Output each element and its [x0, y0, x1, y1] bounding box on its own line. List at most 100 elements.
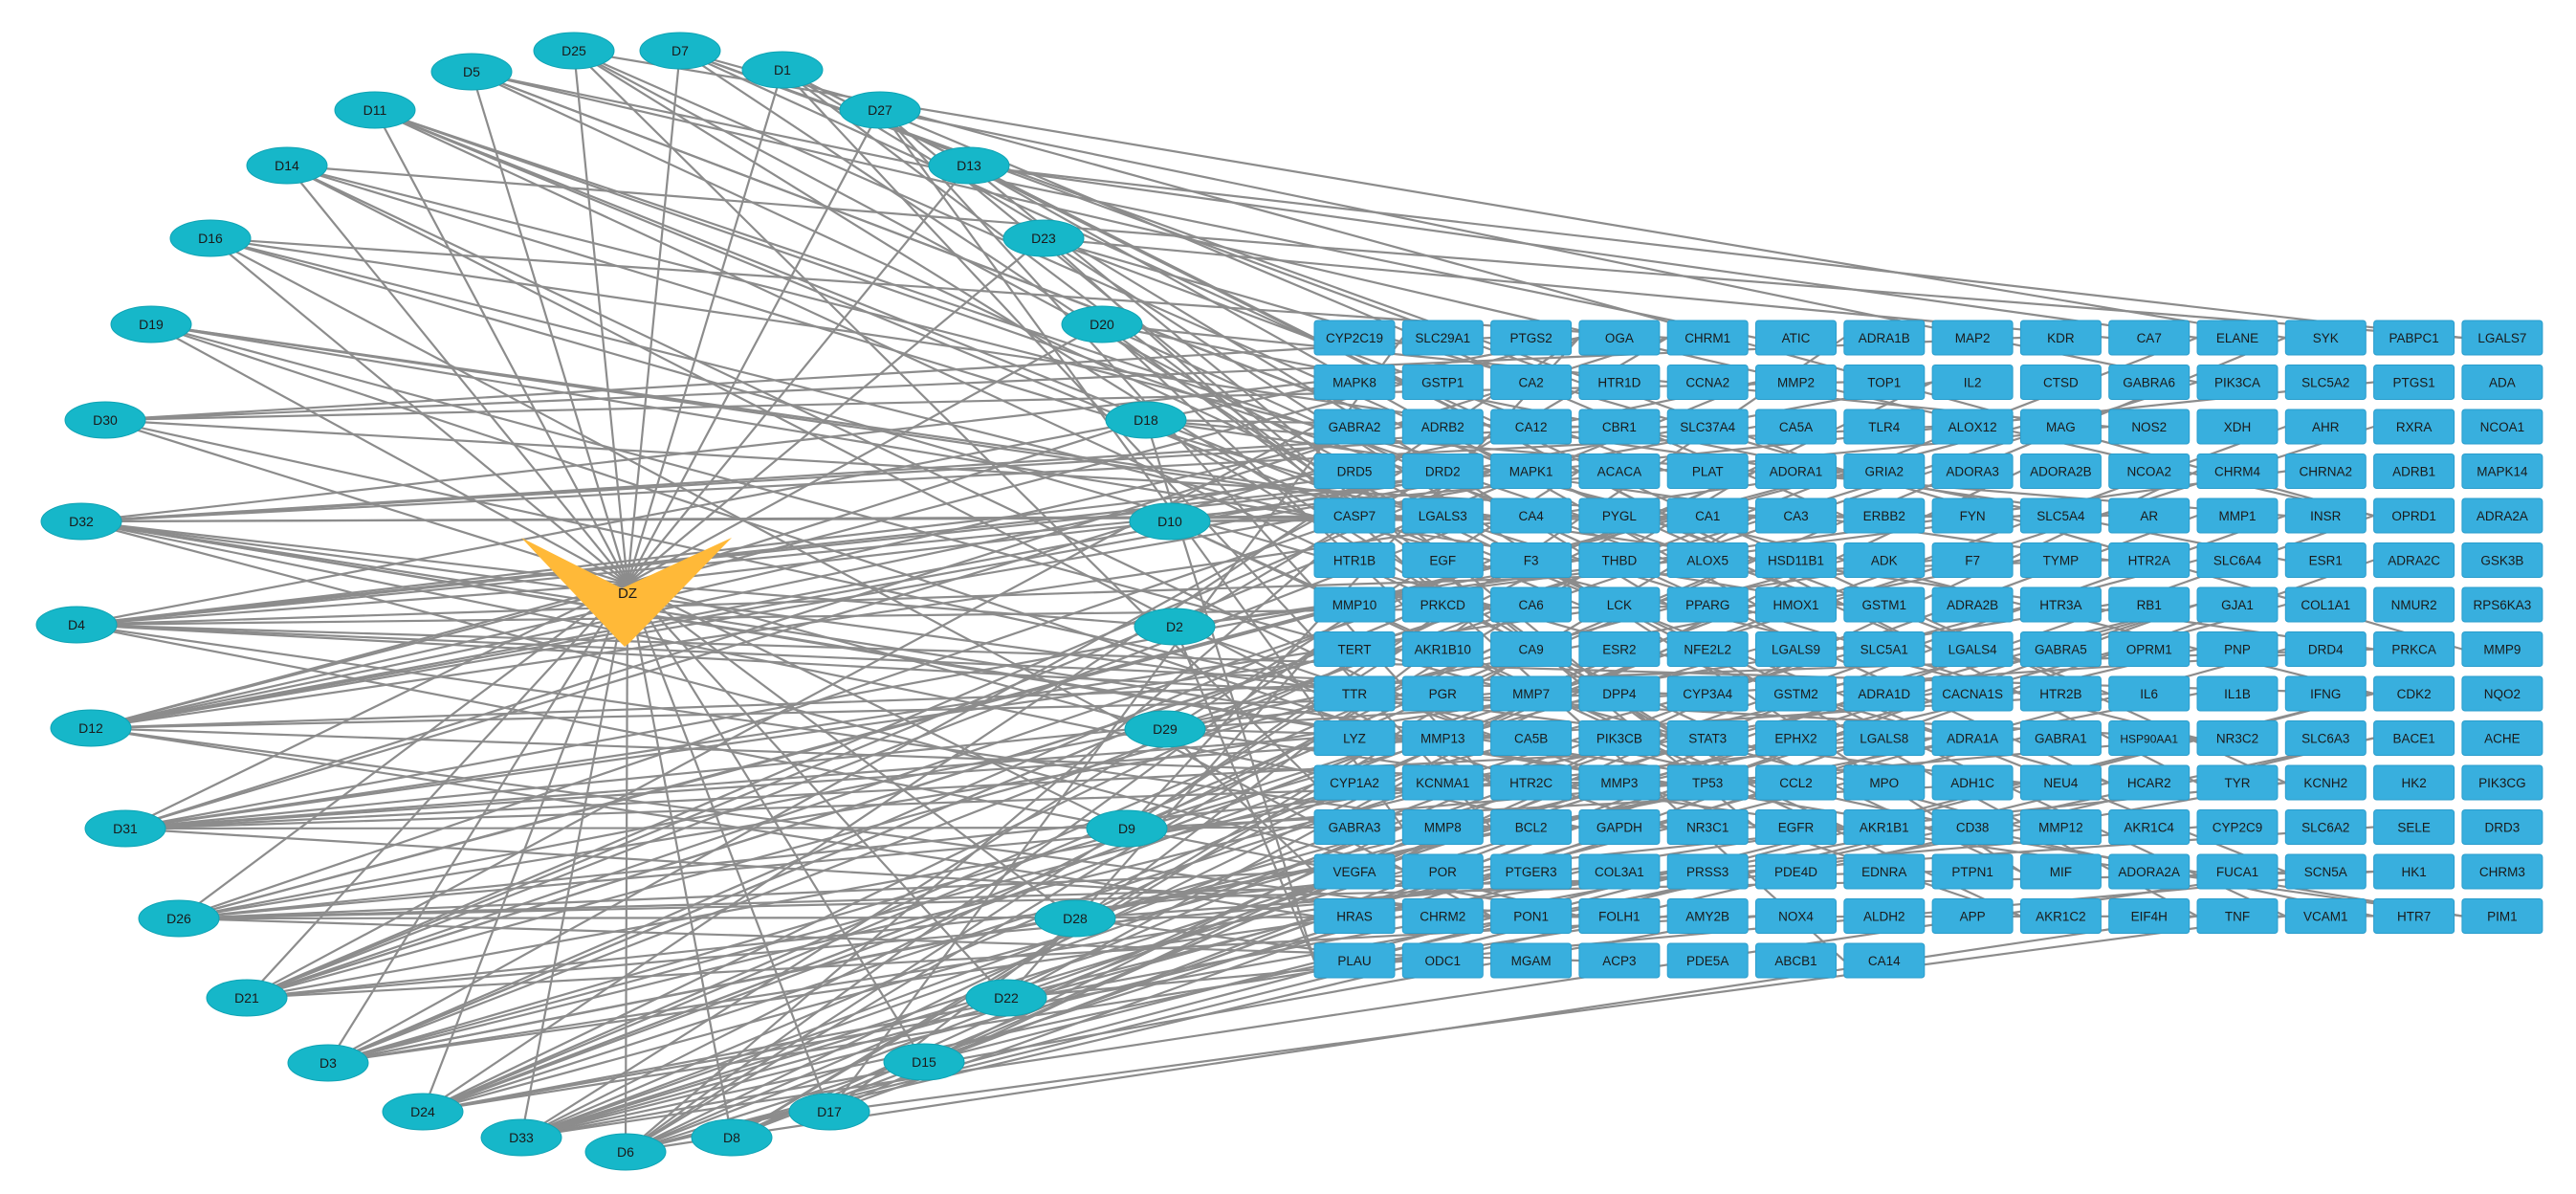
- target-node-prkca[interactable]: PRKCA: [2373, 631, 2455, 667]
- target-node-akr1c4[interactable]: AKR1C4: [2108, 809, 2191, 845]
- target-node-nfe2l2[interactable]: NFE2L2: [1666, 631, 1749, 667]
- hub-node[interactable]: DZ: [521, 538, 732, 647]
- target-node-ca6[interactable]: CA6: [1490, 586, 1573, 623]
- target-node-mmp10[interactable]: MMP10: [1313, 586, 1396, 623]
- target-node-gabra3[interactable]: GABRA3: [1313, 809, 1396, 845]
- target-node-ca2[interactable]: CA2: [1490, 365, 1573, 400]
- target-node-drd3[interactable]: DRD3: [2461, 809, 2543, 845]
- compound-node-d2[interactable]: D2: [1134, 608, 1216, 646]
- target-node-esr1[interactable]: ESR1: [2284, 542, 2367, 578]
- target-node-ctsd[interactable]: CTSD: [2019, 365, 2102, 400]
- target-node-eif4h[interactable]: EIF4H: [2108, 898, 2191, 934]
- target-node-acaca[interactable]: ACACA: [1578, 453, 1661, 489]
- target-node-adra2c[interactable]: ADRA2C: [2373, 542, 2455, 578]
- target-node-ada[interactable]: ADA: [2461, 365, 2543, 400]
- target-node-hsp90aa1[interactable]: HSP90AA1: [2108, 720, 2191, 756]
- target-node-ccl2[interactable]: CCL2: [1755, 764, 1837, 801]
- target-node-aldh2[interactable]: ALDH2: [1843, 898, 1926, 934]
- target-node-pik3cg[interactable]: PIK3CG: [2461, 764, 2543, 801]
- target-node-odc1[interactable]: ODC1: [1401, 942, 1484, 979]
- target-node-htr1d[interactable]: HTR1D: [1578, 365, 1661, 400]
- target-node-prkcd[interactable]: PRKCD: [1401, 586, 1484, 623]
- compound-node-d10[interactable]: D10: [1129, 502, 1211, 541]
- target-node-mapk8[interactable]: MAPK8: [1313, 365, 1396, 400]
- target-node-htr2a[interactable]: HTR2A: [2108, 542, 2191, 578]
- compound-node-d12[interactable]: D12: [50, 709, 132, 747]
- target-node-adra2b[interactable]: ADRA2B: [1931, 586, 2014, 623]
- target-node-cd38[interactable]: CD38: [1931, 809, 2014, 845]
- target-node-vegfa[interactable]: VEGFA: [1313, 853, 1396, 890]
- target-node-syk[interactable]: SYK: [2284, 320, 2367, 356]
- target-node-mmp12[interactable]: MMP12: [2019, 809, 2102, 845]
- target-node-htr7[interactable]: HTR7: [2373, 898, 2455, 934]
- target-node-xdh[interactable]: XDH: [2196, 409, 2279, 445]
- target-node-kdr[interactable]: KDR: [2019, 320, 2102, 356]
- target-node-gstm2[interactable]: GSTM2: [1755, 675, 1837, 712]
- target-node-mag[interactable]: MAG: [2019, 409, 2102, 445]
- compound-node-d6[interactable]: D6: [584, 1133, 667, 1171]
- target-node-ca4[interactable]: CA4: [1490, 498, 1573, 534]
- target-node-insr[interactable]: INSR: [2284, 498, 2367, 534]
- target-node-gabra1[interactable]: GABRA1: [2019, 720, 2102, 756]
- target-node-acp3[interactable]: ACP3: [1578, 942, 1661, 979]
- target-node-cyp1a2[interactable]: CYP1A2: [1313, 764, 1396, 801]
- target-node-rxra[interactable]: RXRA: [2373, 409, 2455, 445]
- compound-node-d19[interactable]: D19: [110, 305, 192, 343]
- target-node-mapk14[interactable]: MAPK14: [2461, 453, 2543, 489]
- target-node-ptger3[interactable]: PTGER3: [1490, 853, 1573, 890]
- target-node-adora1[interactable]: ADORA1: [1755, 453, 1837, 489]
- compound-node-d1[interactable]: D1: [741, 51, 824, 89]
- target-node-dpp4[interactable]: DPP4: [1578, 675, 1661, 712]
- compound-node-d4[interactable]: D4: [35, 606, 118, 644]
- target-node-scn5a[interactable]: SCN5A: [2284, 853, 2367, 890]
- compound-node-d25[interactable]: D25: [533, 32, 615, 70]
- compound-node-d8[interactable]: D8: [691, 1118, 773, 1157]
- target-node-ache[interactable]: ACHE: [2461, 720, 2543, 756]
- target-node-pik3cb[interactable]: PIK3CB: [1578, 720, 1661, 756]
- target-node-pgr[interactable]: PGR: [1401, 675, 1484, 712]
- target-node-lgals4[interactable]: LGALS4: [1931, 631, 2014, 667]
- target-node-pde4d[interactable]: PDE4D: [1755, 853, 1837, 890]
- compound-node-d28[interactable]: D28: [1034, 899, 1116, 938]
- target-node-neu4[interactable]: NEU4: [2019, 764, 2102, 801]
- target-node-akr1b10[interactable]: AKR1B10: [1401, 631, 1484, 667]
- target-node-kcnh2[interactable]: KCNH2: [2284, 764, 2367, 801]
- target-node-vcam1[interactable]: VCAM1: [2284, 898, 2367, 934]
- target-node-nr3c1[interactable]: NR3C1: [1666, 809, 1749, 845]
- target-node-mmp9[interactable]: MMP9: [2461, 631, 2543, 667]
- target-node-tp53[interactable]: TP53: [1666, 764, 1749, 801]
- target-node-nmur2[interactable]: NMUR2: [2373, 586, 2455, 623]
- target-node-f7[interactable]: F7: [1931, 542, 2014, 578]
- target-node-oprm1[interactable]: OPRM1: [2108, 631, 2191, 667]
- target-node-lgals8[interactable]: LGALS8: [1843, 720, 1926, 756]
- target-node-tert[interactable]: TERT: [1313, 631, 1396, 667]
- target-node-cdk2[interactable]: CDK2: [2373, 675, 2455, 712]
- target-node-slc5a4[interactable]: SLC5A4: [2019, 498, 2102, 534]
- target-node-f3[interactable]: F3: [1490, 542, 1573, 578]
- compound-node-d9[interactable]: D9: [1086, 809, 1168, 848]
- target-node-mapk1[interactable]: MAPK1: [1490, 453, 1573, 489]
- compound-node-d18[interactable]: D18: [1105, 401, 1187, 439]
- target-node-pnp[interactable]: PNP: [2196, 631, 2279, 667]
- target-node-adora2a[interactable]: ADORA2A: [2108, 853, 2191, 890]
- target-node-rb1[interactable]: RB1: [2108, 586, 2191, 623]
- target-node-ca12[interactable]: CA12: [1490, 409, 1573, 445]
- target-node-folh1[interactable]: FOLH1: [1578, 898, 1661, 934]
- target-node-adora2b[interactable]: ADORA2B: [2019, 453, 2102, 489]
- target-node-adrb2[interactable]: ADRB2: [1401, 409, 1484, 445]
- target-node-gapdh[interactable]: GAPDH: [1578, 809, 1661, 845]
- target-node-stat3[interactable]: STAT3: [1666, 720, 1749, 756]
- target-node-gabra2[interactable]: GABRA2: [1313, 409, 1396, 445]
- target-node-drd5[interactable]: DRD5: [1313, 453, 1396, 489]
- target-node-gabra5[interactable]: GABRA5: [2019, 631, 2102, 667]
- compound-node-d27[interactable]: D27: [839, 91, 921, 129]
- target-node-tymp[interactable]: TYMP: [2019, 542, 2102, 578]
- target-node-pim1[interactable]: PIM1: [2461, 898, 2543, 934]
- target-node-chrm4[interactable]: CHRM4: [2196, 453, 2279, 489]
- compound-node-d13[interactable]: D13: [928, 146, 1010, 185]
- target-node-gstp1[interactable]: GSTP1: [1401, 365, 1484, 400]
- target-node-pygl[interactable]: PYGL: [1578, 498, 1661, 534]
- target-node-atic[interactable]: ATIC: [1755, 320, 1837, 356]
- target-node-alox12[interactable]: ALOX12: [1931, 409, 2014, 445]
- target-node-akr1c2[interactable]: AKR1C2: [2019, 898, 2102, 934]
